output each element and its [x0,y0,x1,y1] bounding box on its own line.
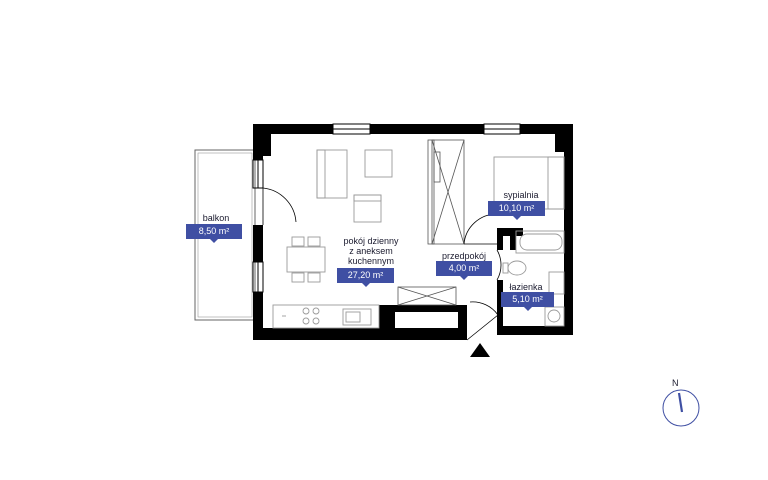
bedroom-area-badge: 10,10 m² [488,201,545,220]
hall-closet [397,286,457,306]
living-label-line1: pokój dzienny [343,236,399,246]
bathroom-fixtures [502,230,565,327]
bedroom-label: sypialnia [503,190,539,200]
entrance-arrow-icon [470,343,490,357]
hall-area-badge: 4,00 m² [436,261,492,280]
wardrobe [427,139,465,245]
compass-north-label: N [672,378,679,388]
living-area-badge: 27,20 m² [337,268,394,287]
bathroom-label: łazienka [509,282,543,292]
living-label-line3: kuchennym [347,256,395,266]
balkon-label: balkon [202,213,230,223]
balkon-area-badge: 8,50 m² [186,224,242,243]
living-label-line2: z aneksem [349,246,393,256]
living-furniture [286,149,393,283]
bathroom-area-badge: 5,10 m² [501,292,554,311]
doors [463,213,502,341]
balcony-door [262,187,297,225]
compass-icon [662,389,700,427]
interior-walls [379,228,523,340]
windows [252,123,521,293]
kitchen-counter [272,304,380,329]
exterior-walls [253,124,573,340]
hall-label: przedpokój [441,251,487,261]
